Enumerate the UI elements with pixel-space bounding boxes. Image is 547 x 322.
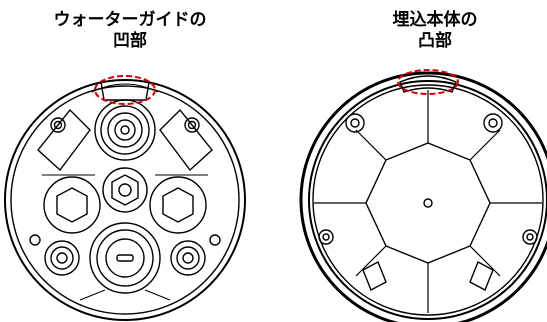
embedded-body-center-polygon bbox=[365, 142, 491, 264]
embedded-body-center-hole bbox=[423, 198, 433, 208]
water-guide-right-bracket bbox=[159, 108, 213, 172]
embedded-body-protrusion-label-line1: 埋込本体の bbox=[392, 10, 478, 30]
embedded-body-figure bbox=[299, 71, 547, 322]
embedded-body-top-protrusion bbox=[399, 75, 457, 93]
bottom-left-connector bbox=[44, 240, 80, 276]
water-guide-top-notch bbox=[100, 81, 150, 101]
embedded-body-protrusion-label: 埋込本体の 凸部 bbox=[335, 10, 535, 52]
embedded-body-inner-ring bbox=[308, 80, 547, 320]
embedded-body-protrusion-highlight bbox=[397, 69, 459, 95]
water-guide-figure bbox=[4, 79, 246, 321]
embedded-body-protrusion-label-line2: 凸部 bbox=[418, 31, 452, 51]
embedded-body-outer-ring bbox=[299, 71, 547, 322]
top-connector bbox=[94, 99, 156, 161]
middle-connector bbox=[102, 167, 148, 213]
embedded-body-spokes bbox=[314, 90, 542, 313]
mounting-tab-bottom-left bbox=[318, 229, 334, 245]
water-guide-outer-ring bbox=[4, 79, 246, 321]
right-connector bbox=[149, 176, 207, 234]
water-guide-recess-label-line2: 凹部 bbox=[113, 31, 147, 51]
bottom-left-clip bbox=[362, 261, 387, 291]
water-guide-inner-ring bbox=[10, 85, 240, 315]
water-guide-left-bracket bbox=[37, 108, 91, 172]
water-guide-recess-label: ウォーターガイドの 凹部 bbox=[20, 10, 240, 52]
mounting-tab-bottom-right bbox=[522, 229, 538, 245]
bottom-right-connector bbox=[170, 240, 206, 276]
bottom-right-clip bbox=[469, 261, 494, 291]
mounting-tab-top-right bbox=[483, 113, 503, 133]
water-guide-recess-label-line1: ウォーターガイドの bbox=[53, 10, 207, 30]
mounting-tab-top-left bbox=[345, 113, 365, 133]
left-connector bbox=[43, 176, 101, 234]
water-guide-recess-highlight bbox=[94, 75, 156, 105]
bottom-connector bbox=[89, 222, 161, 294]
